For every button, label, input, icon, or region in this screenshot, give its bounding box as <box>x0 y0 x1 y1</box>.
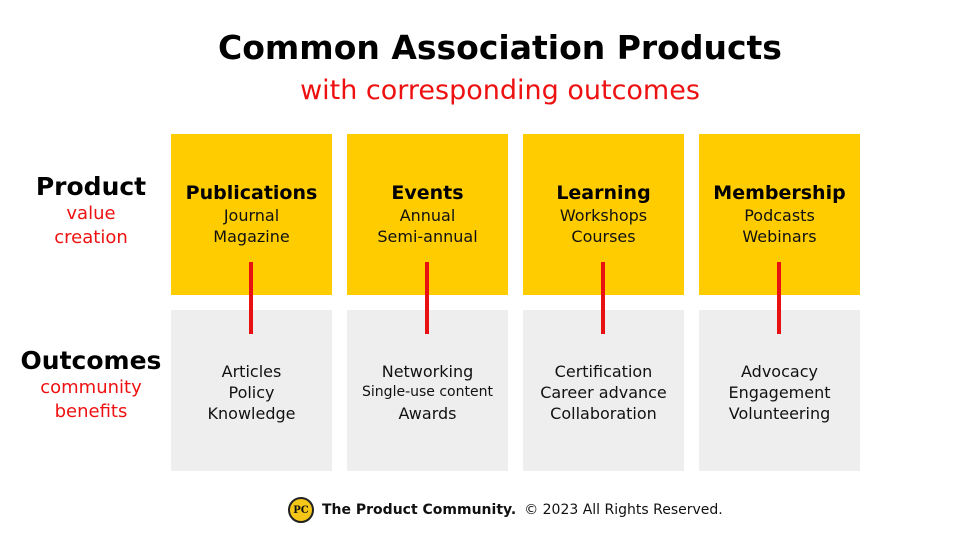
row-label-product-sub1: value <box>66 203 116 224</box>
footer: PC The Product Community. © 2023 All Rig… <box>288 495 723 525</box>
outcome-item: Certification <box>554 362 653 381</box>
outcome-box-learning: Certification Career advance Collaborati… <box>523 310 684 471</box>
row-label-outcomes-sub2: benefits <box>54 401 128 422</box>
outcome-box-membership: Advocacy Engagement Volunteering <box>699 310 860 471</box>
row-label-product: Product value creation <box>12 172 170 250</box>
page-subtitle: with corresponding outcomes <box>300 75 700 106</box>
row-label-outcomes-title: Outcomes <box>20 346 162 375</box>
product-title: Learning <box>556 182 651 204</box>
connector-line <box>425 262 429 334</box>
outcome-item: Awards <box>398 404 457 423</box>
row-label-product-sub2: creation <box>54 227 128 248</box>
outcome-item: Engagement <box>728 383 831 402</box>
row-label-product-title: Product <box>35 172 147 201</box>
outcome-item: Articles <box>221 362 282 381</box>
page-title: Common Association Products <box>218 28 782 67</box>
outcome-item: Collaboration <box>550 404 657 423</box>
row-label-outcomes: Outcomes community benefits <box>12 346 170 424</box>
connector-line <box>249 262 253 334</box>
outcome-box-events: Networking Single-use content Awards <box>347 310 508 471</box>
footer-rights: © 2023 All Rights Reserved. <box>524 502 723 518</box>
outcome-item: Policy <box>228 383 275 402</box>
row-label-outcomes-sub1: community <box>40 377 142 398</box>
outcome-item: Knowledge <box>207 404 296 423</box>
product-title: Publications <box>185 182 318 204</box>
product-item: Magazine <box>213 227 290 246</box>
outcome-item: Networking <box>381 362 474 381</box>
product-title: Membership <box>713 182 846 204</box>
product-item: Podcasts <box>744 206 815 225</box>
connector-line <box>777 262 781 334</box>
outcome-box-publications: Articles Policy Knowledge <box>171 310 332 471</box>
outcome-item: Single-use content <box>362 384 493 400</box>
outcome-item: Career advance <box>540 383 667 402</box>
connector-line <box>601 262 605 334</box>
product-item: Webinars <box>742 227 817 246</box>
outcome-item: Volunteering <box>728 404 831 423</box>
product-item: Courses <box>571 227 636 246</box>
product-item: Journal <box>223 206 280 225</box>
footer-brand: The Product Community. <box>322 502 517 518</box>
outcome-item: Advocacy <box>741 362 818 381</box>
product-community-logo-icon: PC <box>288 497 314 523</box>
product-title: Events <box>391 182 464 204</box>
product-item: Workshops <box>559 206 648 225</box>
product-item: Semi-annual <box>377 227 478 246</box>
product-item: Annual <box>399 206 456 225</box>
